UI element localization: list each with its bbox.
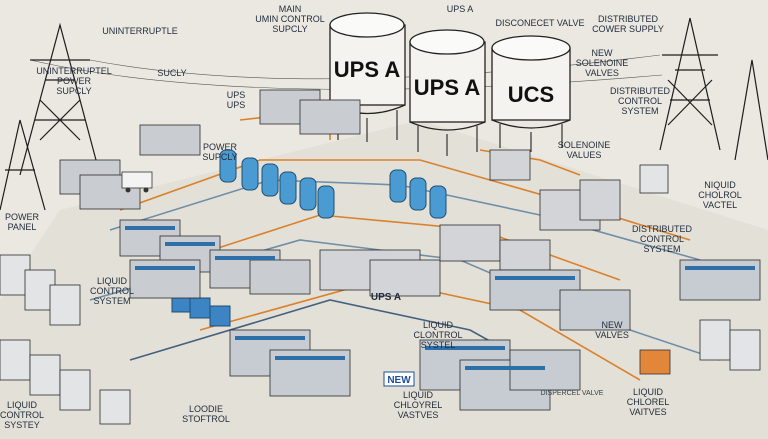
label-line: SYSTEM (643, 244, 680, 254)
label-line: UPS (227, 100, 246, 110)
label-line: STOFTROL (182, 414, 230, 424)
label-line: SOLENOINE (558, 140, 611, 150)
label-line: PANEL (8, 222, 37, 232)
label-line: SYSTEY (4, 420, 40, 430)
label-line: CLONTROL (413, 330, 462, 340)
label-line: CONTROL (618, 96, 662, 106)
transmission-tower-right (659, 17, 768, 161)
label-line: SOLENOINE (576, 58, 629, 68)
label-line: CHOLROL (698, 190, 742, 200)
label-line: POWER (203, 142, 238, 152)
new-badge: NEW (387, 375, 411, 386)
truck (121, 171, 153, 193)
label-line: NEW (592, 48, 614, 58)
blue-vessels (171, 149, 447, 327)
tank-2-label: UPS A (414, 75, 481, 100)
label-line: SYSTEM (621, 106, 658, 116)
cabinet-rows (0, 89, 761, 425)
tank-2: UPS A (409, 29, 486, 156)
label-line: CONTROL (90, 286, 134, 296)
label-line: LOODIE (189, 404, 223, 414)
label-uninterruptible-top-sub: SUCLY (157, 68, 186, 78)
label-line: LIQUID (97, 276, 128, 286)
tank-3-label: UCS (508, 82, 554, 107)
label-line: CONTROL (0, 410, 44, 420)
label-dispersel-valve: DISPERCEL VALVE (541, 390, 604, 397)
label-line: SUPCLY (56, 86, 91, 96)
label-line: VACTEL (703, 200, 737, 210)
label-line: UNINTERRUPTEL (36, 66, 112, 76)
label-line: LIQUID (633, 387, 664, 397)
label-line: CHLOREL (627, 397, 670, 407)
label-line: VALVES (585, 68, 619, 78)
label-ups-a-header: UPS A (447, 4, 474, 14)
label-line: NIQUID (704, 180, 736, 190)
label-line: SYSTEM (93, 296, 130, 306)
cabinet-indicators (125, 226, 755, 370)
label-line: DISTRIBUTED (632, 224, 693, 234)
label-line: MAIN (279, 4, 302, 14)
label-line: CHLOYREL (394, 400, 443, 410)
label-line: SYSTEL (421, 340, 456, 350)
label-line: CONTROL (640, 234, 684, 244)
label-line: LIQUID (7, 400, 38, 410)
label-line: COWER SUPPLY (592, 24, 664, 34)
label-line: DISTRIBUTED (610, 86, 671, 96)
label-disconnect-valve: DISCONECET VALVE (495, 18, 584, 28)
tank-3: UCS (491, 35, 571, 152)
label-line: DISTRIBUTED (598, 14, 659, 24)
label-line: SUPCLY (272, 24, 307, 34)
label-line: LIQUID (403, 390, 434, 400)
label-line: VAITVES (629, 407, 666, 417)
label-ups-a-mid: UPS A (371, 292, 401, 303)
label-line: UMIN CONTROL (255, 14, 325, 24)
label-line: UPS (227, 90, 246, 100)
tank-1: UPS A (329, 12, 406, 142)
tank-1-label: UPS A (334, 57, 401, 82)
label-line: SUPCLY (202, 152, 237, 162)
transmission-tower-left (0, 22, 101, 211)
label-uninterruptible-top: UNINTERRUPTLE (102, 26, 178, 36)
label-line: VALVES (595, 330, 629, 340)
label-line: VASTVES (398, 410, 439, 420)
label-line: NEW (602, 320, 624, 330)
label-line: LIQUID (423, 320, 454, 330)
label-line: VALUES (567, 150, 602, 160)
new-badge-box (383, 371, 415, 387)
label-line: POWER (5, 212, 40, 222)
orange-unit (639, 349, 671, 375)
label-line: POWER (57, 76, 92, 86)
